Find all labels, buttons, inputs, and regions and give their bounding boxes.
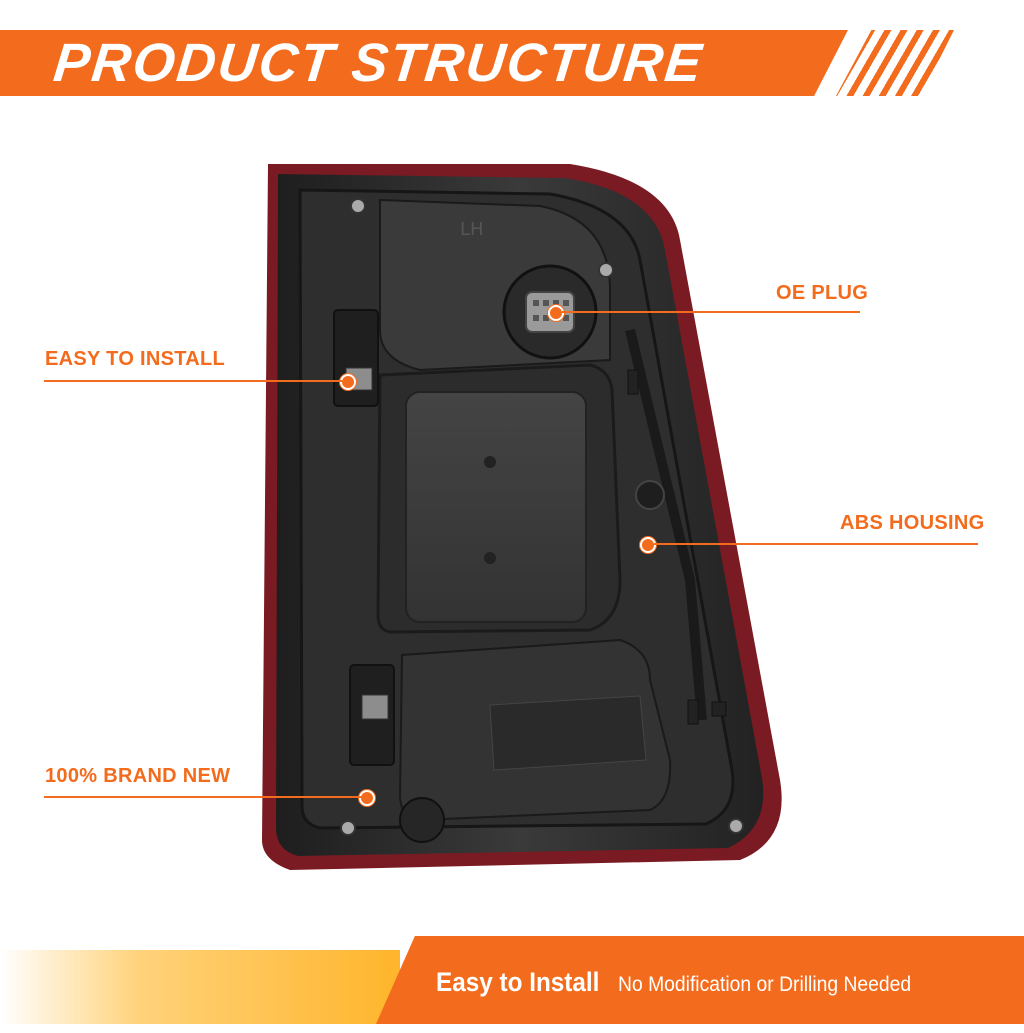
easy-install-marker-dot — [340, 374, 356, 390]
brand-new-marker-dot — [359, 790, 375, 806]
callout-easy-to-install: EASY TO INSTALL — [45, 348, 226, 370]
callout-oe-plug: OE PLUG — [776, 282, 869, 304]
abs-housing-leader-line — [654, 543, 978, 545]
oe-plug-leader-line — [562, 311, 860, 313]
callout-brand-new: 100% BRAND NEW — [45, 765, 231, 787]
header-stripes-decoration — [836, 30, 954, 96]
brand-new-leader-line — [44, 796, 362, 798]
abs-housing-marker-dot — [640, 537, 656, 553]
tail-light-image: LH — [262, 164, 782, 870]
lh-embossed-mark: LH — [460, 219, 484, 240]
header-banner — [0, 30, 848, 96]
footer-headline: Easy to Install — [436, 967, 600, 997]
footer-subline: No Modification or Drilling Needed — [618, 973, 912, 996]
easy-install-leader-line — [44, 380, 342, 382]
footer-orange-band — [376, 936, 1024, 1024]
oe-plug-marker-dot — [548, 305, 564, 321]
footer-text: Easy to Install No Modification or Drill… — [436, 936, 937, 1024]
footer-yellow-band — [0, 950, 400, 1024]
page-title: PRODUCT STRUCTURE — [50, 33, 707, 93]
callout-abs-housing: ABS HOUSING — [840, 512, 985, 534]
